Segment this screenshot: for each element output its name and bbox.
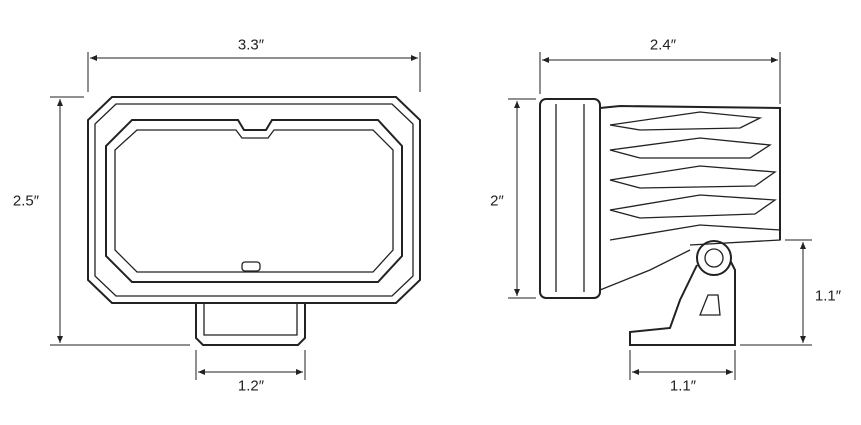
- side-height-label: 2″: [490, 192, 504, 210]
- side-depth-label: 2.4″: [649, 36, 677, 54]
- mount-width-label: 1.1″: [669, 377, 697, 395]
- mount-height-label: 1.1″: [814, 287, 842, 305]
- side-view: [508, 52, 812, 380]
- bracket-width-label: 1.2″: [237, 377, 265, 395]
- front-view: [50, 52, 421, 380]
- front-height-label: 2.5″: [12, 192, 40, 210]
- front-width-label: 3.3″: [237, 36, 265, 54]
